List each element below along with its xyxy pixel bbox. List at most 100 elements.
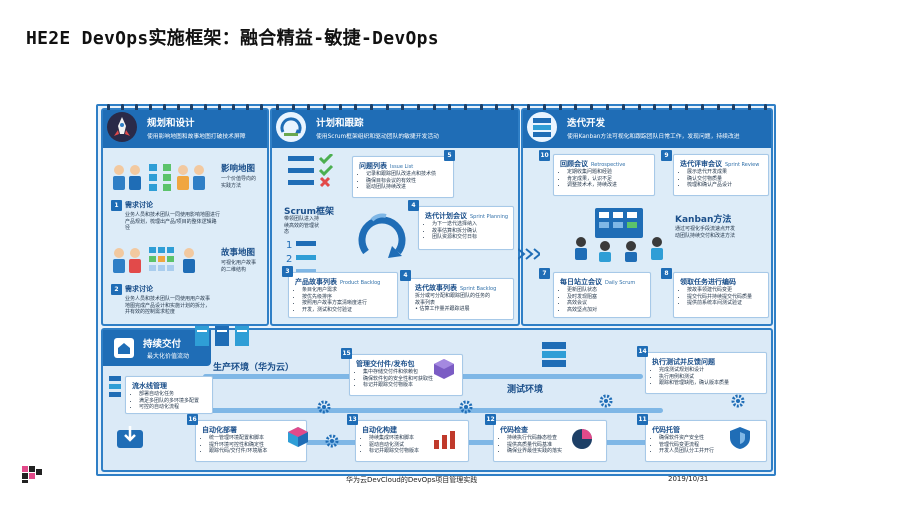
hosting-items: 确保软件资产安全性 管理代码变更流程 开发人员团队分工并开行 bbox=[652, 435, 714, 455]
pipeline-title: 流水线管理 bbox=[132, 382, 167, 390]
issue-list-items: 记录和跟踪团队改进点和技术债 确保目标会议的有效性 驱动团队持续改进 bbox=[359, 171, 436, 191]
footer-date: 2019/10/31 bbox=[668, 475, 709, 483]
panel-delivery: 持续交付 最大化价值流动 生产环境（华为云） 测试环境 流水线管理 部署自动化任… bbox=[101, 326, 773, 472]
list-item: 部署自动化任务 bbox=[139, 391, 199, 398]
dev-title: 迭代开发 bbox=[567, 118, 606, 129]
standup-title: 每日站立会议 bbox=[560, 278, 602, 286]
story-map-sub: 可视化用户故事 的二维结构 bbox=[221, 260, 257, 273]
list-item: 统一管理环境配置和脚本 bbox=[209, 435, 267, 442]
scrum-label: Scrum框架 bbox=[284, 207, 335, 217]
list-item: 更新团队状态 bbox=[567, 287, 597, 294]
req1-title: 需求讨论 bbox=[125, 201, 153, 209]
step-badge: 16 bbox=[187, 414, 198, 425]
standup-items: 更新团队状态 及时发现阻塞 高效会议 高效坚点加对 bbox=[560, 287, 597, 313]
list-item: 跟踪和管理缺陷，确认版本质量 bbox=[659, 380, 729, 387]
list-item: 高效坚点加对 bbox=[567, 307, 597, 314]
list-item: 确保目标会议的有效性 bbox=[366, 178, 436, 185]
planning-desc: 使用影响地图和故事地图打破技术屏障 bbox=[147, 134, 246, 140]
step-badge: 13 bbox=[347, 414, 358, 425]
list-item: 标记并跟踪交付物版本 bbox=[369, 448, 419, 455]
review-title: 迭代评审会议 bbox=[680, 160, 722, 168]
planning-title: 规划和设计 bbox=[147, 118, 195, 129]
test-env-label: 测试环境 bbox=[507, 385, 544, 395]
req2-text: 业务人员和技术团队一同使用用户故事 地图完成产品设计和实施计划的拆分， 并有效的… bbox=[125, 296, 211, 315]
svg-text:1: 1 bbox=[286, 240, 292, 251]
claim-title: 领取任务进行编码 bbox=[680, 278, 736, 286]
list-item: 持续执行代码静态检查 bbox=[507, 435, 562, 442]
step-badge: 11 bbox=[637, 414, 648, 425]
claim-card: 领取任务进行编码 按故事领建代码变更 提交代码并持续提交代码质量 提供前系统本间… bbox=[673, 272, 769, 318]
sprint-backlog-text: 拆分或可分配和跟踪团队的任务的 故事列表 • 估算工作量并跟踪进展 bbox=[415, 293, 491, 313]
list-item: 持续集成环境和脚本 bbox=[369, 435, 419, 442]
shield-icon bbox=[729, 426, 751, 450]
list-item: 标记并跟踪交付物版本 bbox=[363, 382, 433, 389]
test-feedback-card: 执行测试并反馈问题 完成测试规划和设计 执行用例和测试 跟踪和管理缺陷，确认版本… bbox=[645, 352, 767, 394]
dev-desc: 使用Kanban方法可视化和跟踪团队日常工作，发现问题，持续改进 bbox=[567, 134, 740, 140]
list-item: 提交代码并持续提交代码质量 bbox=[687, 294, 752, 301]
step-badge: 4 bbox=[400, 270, 411, 281]
list-item: 集中存储交付件和依赖包 bbox=[363, 369, 433, 376]
deploy-title: 自动化部署 bbox=[202, 426, 237, 434]
step-badge: 2 bbox=[111, 284, 122, 295]
list-item: 故事估算和拆分确认 bbox=[432, 228, 477, 235]
pipeline-items: 部署自动化任务 满足多团队的多环境多配置 可控的自动化流程 bbox=[132, 391, 199, 411]
list-item: 开发人员团队分工并开行 bbox=[659, 448, 714, 455]
impact-map-sub: 一个价值导向的 实践方法 bbox=[221, 176, 257, 189]
step-badge: 3 bbox=[282, 266, 293, 277]
retro-items: 定期收集问题和经验 肯定成果，认识不足 调整技术术，持续改进 bbox=[560, 169, 617, 189]
story-map-people-icon bbox=[111, 244, 211, 276]
list-item: 提升环境可控性和确定性 bbox=[209, 442, 267, 449]
retro-en: Retrospective bbox=[591, 162, 626, 168]
flow-track bbox=[203, 440, 743, 445]
rocket-icon bbox=[107, 112, 137, 142]
list-item: 按照用户故事方案清晰度进行 bbox=[302, 300, 367, 307]
step-badge: 5 bbox=[444, 150, 455, 161]
list-item: 展示迭代开发成果 bbox=[687, 169, 732, 176]
build-bars-icon bbox=[433, 430, 457, 450]
sprint-backlog-title: 迭代故事列表 bbox=[415, 284, 457, 292]
step-badge: 8 bbox=[661, 268, 672, 279]
step-badge: 12 bbox=[485, 414, 496, 425]
svg-text:2: 2 bbox=[286, 254, 292, 265]
delivery-sub: 最大化价值流动 bbox=[147, 353, 190, 360]
gear-icon bbox=[325, 434, 339, 448]
hosting-title: 代码托管 bbox=[652, 426, 680, 434]
standup-en: Daily Scrum bbox=[605, 280, 636, 286]
list-item: 开发，测试和交付验证 bbox=[302, 307, 367, 314]
list-item: 肯定成果，认识不足 bbox=[567, 176, 617, 183]
page-title: HE2E DevOps实施框架：融合精益-敏捷-DevOps bbox=[26, 28, 439, 49]
release-items: 集中存储交付件和依赖包 确保软件包的安全性和可获取性 标记并跟踪交付物版本 bbox=[356, 369, 433, 389]
retro-title: 回顾会议 bbox=[560, 160, 588, 168]
binder-rings bbox=[276, 104, 514, 113]
list-item: 跟踪代码/交付件/环境版本 bbox=[209, 448, 267, 455]
download-icon bbox=[115, 422, 145, 452]
list-item: 记录和跟踪团队改进点和技术债 bbox=[366, 171, 436, 178]
list-item: 条目化用户需求 bbox=[302, 287, 367, 294]
sprint-planning-en: Sprint Planning bbox=[470, 214, 509, 220]
delivery-title: 持续交付 bbox=[143, 339, 182, 350]
step-badge: 9 bbox=[661, 150, 672, 161]
gear-icon bbox=[731, 394, 745, 408]
pipeline-card: 流水线管理 部署自动化任务 满足多团队的多环境多配置 可控的自动化流程 bbox=[125, 376, 213, 414]
list-item: 定期收集问题和经验 bbox=[567, 169, 617, 176]
delivery-box-icon bbox=[111, 334, 137, 362]
sprint-planning-title: 迭代计划会议 bbox=[425, 212, 467, 220]
list-item: 及时发现阻塞 bbox=[567, 294, 597, 301]
deploy-items: 统一管理环境配置和脚本 提升环境可控性和确定性 跟踪代码/交付件/环境版本 bbox=[202, 435, 267, 455]
list-item: 梳理和确认产品设计 bbox=[687, 182, 732, 189]
product-backlog-title: 产品故事列表 bbox=[295, 278, 337, 286]
product-backlog-items: 条目化用户需求 按优先级排序 按照用户故事方案清晰度进行 开发，测试和交付验证 bbox=[295, 287, 367, 313]
tracking-header: 计划和跟踪 使用Scrum框架组织和驱动团队的敏捷开发活动 bbox=[272, 110, 518, 148]
test-server-icon bbox=[539, 340, 569, 370]
review-en: Sprint Review bbox=[725, 162, 760, 168]
flow-track bbox=[203, 408, 663, 413]
scrum-cycle-icon bbox=[276, 112, 306, 142]
inspect-items: 持续执行代码静态检查 提供高质量代码基准 确保业界最佳实践的落实 bbox=[500, 435, 562, 455]
step-badge: 14 bbox=[637, 346, 648, 357]
prod-server-icon bbox=[193, 324, 253, 348]
